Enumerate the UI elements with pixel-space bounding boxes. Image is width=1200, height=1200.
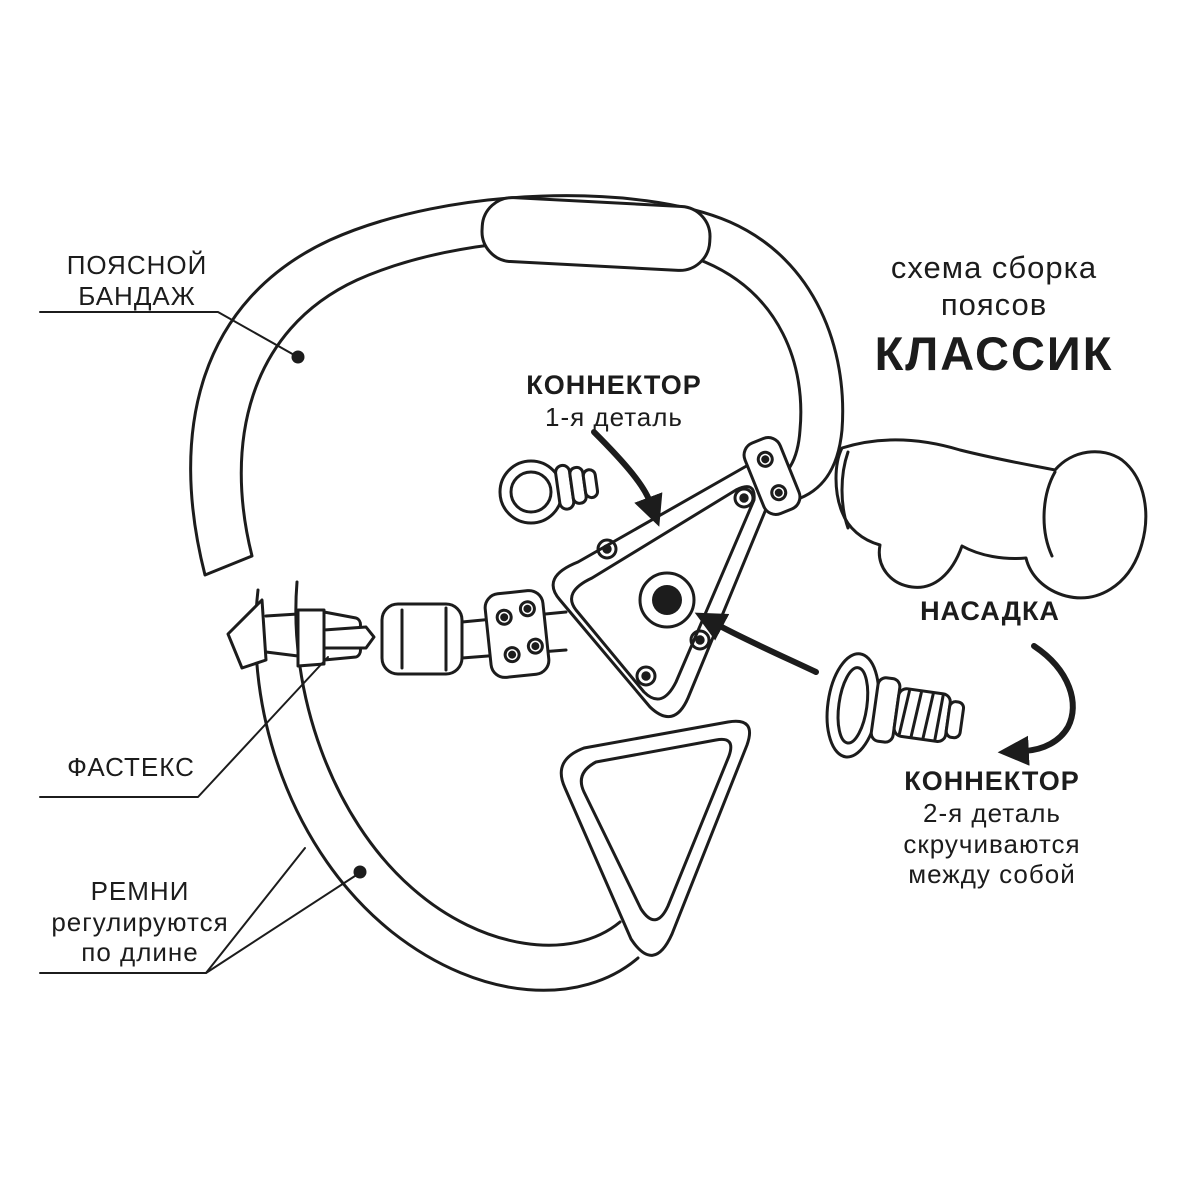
attachment-heading: НАСАДКА [920,596,1060,626]
leader-fastex [39,656,329,798]
leg-strap-outer [254,588,640,992]
waist-band-drawing [189,194,845,577]
straps-label-line2: регулируются [51,906,229,937]
fastex-label: ФАСТЕКС [46,752,216,783]
plate-center-hole [638,571,696,629]
connector1-ridge-3 [581,468,600,500]
connector2-label: КОННЕКТОР 2-я деталь скручиваются между … [866,766,1118,890]
connector1-flange-inner [509,470,553,514]
strap-bracket-plate [483,589,551,679]
front-plate-inner-line [570,485,756,701]
connector1-heading: КОННЕКТОР [526,370,702,400]
leader-lines [39,311,367,974]
arrow-connector2-to-hole [694,612,819,675]
fastex-heading: ФАСТЕКС [67,752,195,782]
connector2-detail-line3: между собой [908,859,1076,890]
connector2-tip [944,700,966,740]
title-line1: схема сборка [890,250,1098,285]
screw-hole [770,484,788,502]
connector2-thread-line [921,691,935,740]
screw-hole [526,637,544,655]
waist-band-label-line1: ПОЯСНОЙ [66,250,208,280]
fastex-female-frame [380,602,464,676]
screw-hole [518,600,536,618]
connector2-drawing [825,652,966,759]
straps-label-line1: РЕМНИ [90,876,190,906]
straps-label-line3: по длине [81,937,199,968]
dildo-outline [834,438,1148,600]
leg-strap-inner [294,580,622,947]
leg-straps-drawing [254,580,640,992]
screw-hole [733,487,755,509]
screw-hole [503,646,521,664]
leader-dot-waist-band [291,350,305,364]
screw-hole [596,538,618,560]
connector2-thread-line [909,691,923,739]
attachment-label: НАСАДКА [888,596,1092,628]
connector1-detail: 1-я деталь [545,401,683,432]
diagram-title: схема сборка поясов КЛАССИК [848,250,1140,382]
waist-band-back-cushion [480,196,712,272]
plate-top-bracket-drawing [742,436,802,516]
dildo-base-line [840,450,850,530]
leader-waist-band [39,311,297,357]
title-line2: поясов [940,286,1048,322]
leader-dot-straps [353,865,367,879]
connector2-thread-line [933,694,945,741]
connector1-drawing [498,459,600,525]
dildo-corona-line [1042,470,1057,558]
bottom-pad-stitch-line [579,737,733,922]
waist-band-label-line2: БАНДАЖ [78,280,196,311]
strap-tail [226,598,268,670]
fastex-male-body [296,608,326,668]
screw-hole [756,450,774,468]
connector2-detail-line2: скручиваются [903,828,1081,859]
arrow-connector1-to-plate [591,429,663,527]
strap-bracket-drawing [483,589,551,679]
connector2-heading: КОННЕКТОР [904,766,1080,796]
leader-straps-2 [205,873,359,974]
strap-segment-left [264,612,300,658]
connector2-detail-line1: 2-я деталь [923,797,1061,828]
connector2-flange-inner [836,666,870,745]
fastex-buckle-drawing [226,598,568,676]
title-line3: КЛАССИК [874,327,1114,381]
straps-label: РЕМНИ регулируются по длине [42,876,238,968]
dildo-attachment-drawing [834,438,1148,600]
screw-hole [495,608,513,626]
connector2-thread-line [897,689,911,736]
arrow-attachment-to-connector2 [997,643,1076,766]
waist-band-label: ПОЯСНОЙ БАНДАЖ [42,250,232,311]
bottom-pad-outline [559,719,752,957]
connector1-label: КОННЕКТОР 1-я деталь [502,370,726,433]
bottom-pad-drawing [559,719,752,957]
waist-band-outline [189,194,845,577]
fastex-prong-center [322,625,376,650]
screw-hole [635,665,657,687]
assembly-arrows [591,429,1076,766]
